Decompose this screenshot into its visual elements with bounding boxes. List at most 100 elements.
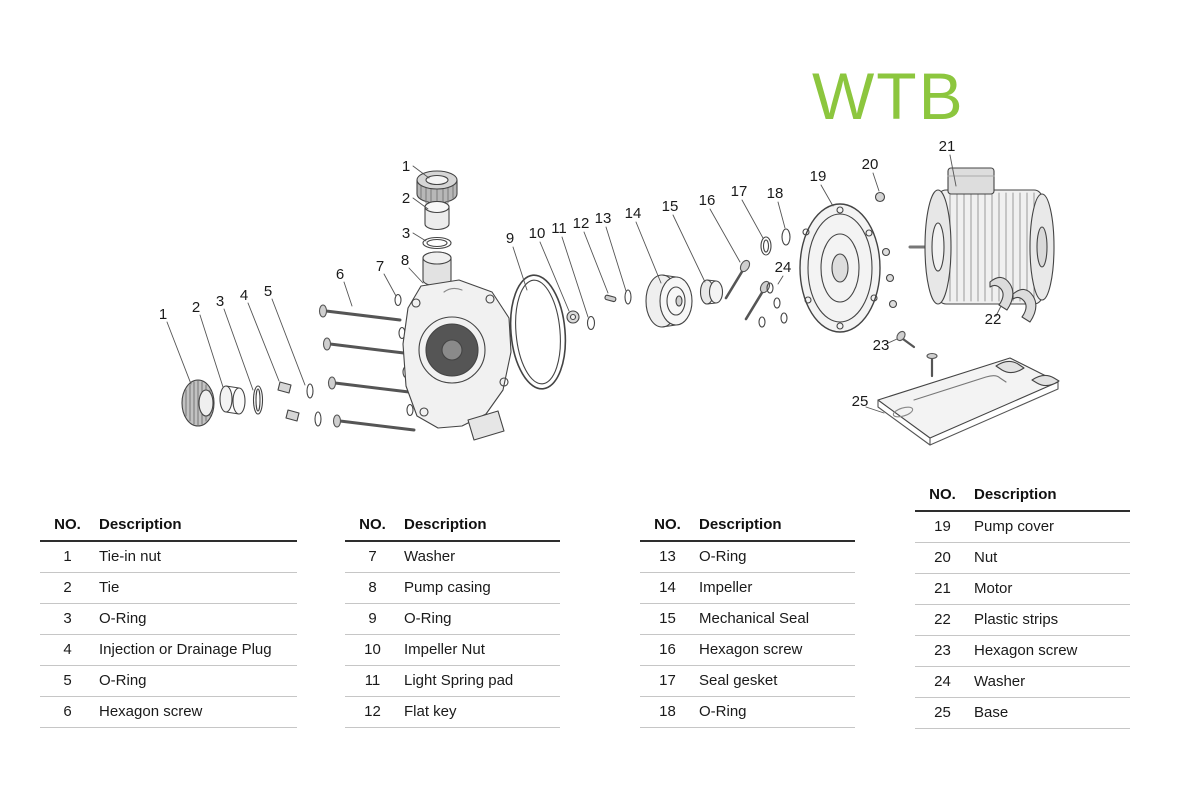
part-number-cell: 8 xyxy=(345,572,400,604)
part-description-cell: Light Spring pad xyxy=(400,665,560,697)
part-impeller-nut xyxy=(566,310,580,324)
callout-label: 10 xyxy=(529,225,546,242)
table-header-row: NO. Description xyxy=(640,513,855,542)
part-tie-in-nut xyxy=(181,379,215,427)
callout-label: 19 xyxy=(810,168,827,185)
callout-label: 25 xyxy=(852,393,869,410)
part-number-cell: 14 xyxy=(640,572,695,604)
part-description-cell: O-Ring xyxy=(95,603,297,635)
part-number-cell: 9 xyxy=(345,603,400,635)
callout-label: 9 xyxy=(506,230,514,247)
part-top-tie-in-nut xyxy=(416,170,458,207)
part-number-cell: 5 xyxy=(40,665,95,697)
part-oring-13 xyxy=(624,289,632,305)
part-number-cell: 25 xyxy=(915,697,970,729)
table-header-row: NO. Description xyxy=(915,483,1130,512)
col-header-description: Description xyxy=(970,483,1130,512)
callout-label: 4 xyxy=(240,287,248,304)
part-description-cell: Hexagon screw xyxy=(970,635,1130,667)
callout-label: 1 xyxy=(159,306,167,323)
part-description-cell: O-Ring xyxy=(695,696,855,728)
part-description-cell: Impeller Nut xyxy=(400,634,560,666)
callout-label: 21 xyxy=(939,138,956,155)
part-oring-18 xyxy=(781,228,791,246)
part-description-cell: Tie-in nut xyxy=(95,541,297,573)
callout-label: 15 xyxy=(662,198,679,215)
part-number-cell: 3 xyxy=(40,603,95,635)
part-oring-small-left xyxy=(252,385,264,415)
page-title: WTB xyxy=(812,59,965,133)
callout-label: 2 xyxy=(192,299,200,316)
callout-label: 12 xyxy=(573,215,590,232)
col-header-no: NO. xyxy=(915,483,970,512)
part-flat-key xyxy=(604,294,617,303)
callout-label: 11 xyxy=(551,220,567,237)
part-description-cell: O-Ring xyxy=(695,541,855,573)
callout-label: 6 xyxy=(336,266,344,283)
callout-label: 3 xyxy=(216,293,224,310)
part-description-cell: Injection or Drainage Plug xyxy=(95,634,297,666)
callout-label: 13 xyxy=(595,210,612,227)
callout-label: 18 xyxy=(767,185,784,202)
part-small-orings xyxy=(306,383,322,427)
part-description-cell: Hexagon screw xyxy=(95,696,297,728)
part-number-cell: 10 xyxy=(345,634,400,666)
part-description-cell: Hexagon screw xyxy=(695,634,855,666)
part-description-cell: Plastic strips xyxy=(970,604,1130,636)
part-number-cell: 4 xyxy=(40,634,95,666)
col-header-no: NO. xyxy=(640,513,695,542)
callout-label: 2 xyxy=(402,190,410,207)
part-number-cell: 2 xyxy=(40,572,95,604)
part-description-cell: Impeller xyxy=(695,572,855,604)
part-description-cell: Nut xyxy=(970,542,1130,574)
part-description-cell: O-Ring xyxy=(95,665,297,697)
part-number-cell: 15 xyxy=(640,603,695,635)
part-number-cell: 23 xyxy=(915,635,970,667)
part-drainage-plugs xyxy=(277,381,300,422)
callout-label: 23 xyxy=(873,337,890,354)
callout-leader-lines xyxy=(166,154,1002,414)
part-description-cell: Tie xyxy=(95,572,297,604)
part-pump-cover xyxy=(799,203,881,333)
part-number-cell: 16 xyxy=(640,634,695,666)
part-description-cell: Mechanical Seal xyxy=(695,603,855,635)
part-hexagon-screws-6 xyxy=(318,304,416,432)
part-description-cell: Motor xyxy=(970,573,1130,605)
callout-label: 3 xyxy=(402,225,410,242)
part-number-cell: 6 xyxy=(40,696,95,728)
part-impeller xyxy=(645,274,693,328)
part-number-cell: 12 xyxy=(345,696,400,728)
table-header-row: NO. Description xyxy=(345,513,560,542)
exploded-diagram: 1 2 3 1 2 3 4 5 6 7 8 9 10 11 12 13 14 1… xyxy=(159,138,1060,446)
part-description-cell: Washer xyxy=(970,666,1130,698)
part-description-cell: Washer xyxy=(400,541,560,573)
part-description-cell: O-Ring xyxy=(400,603,560,635)
col-header-description: Description xyxy=(695,513,855,542)
part-top-oring xyxy=(422,236,452,250)
part-description-cell: Flat key xyxy=(400,696,560,728)
part-oring-9 xyxy=(509,274,567,390)
part-number-cell: 7 xyxy=(345,541,400,573)
part-description-cell: Seal gesket xyxy=(695,665,855,697)
